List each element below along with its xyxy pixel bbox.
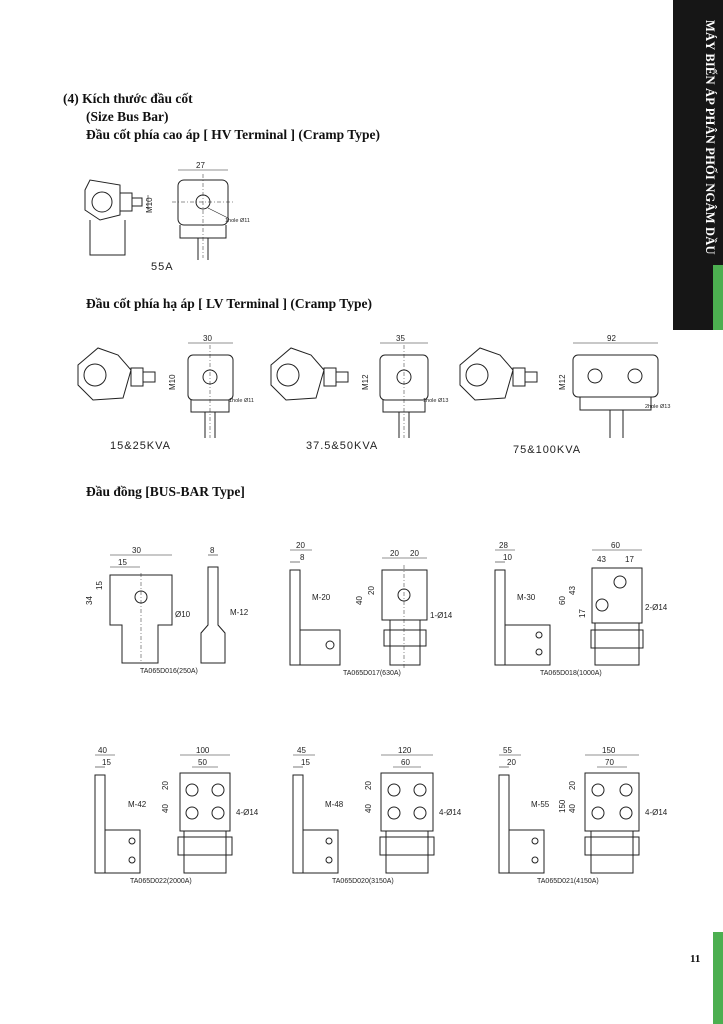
svg-text:20: 20 <box>364 781 373 790</box>
section-heading: (4) Kích thước đầu cốt <box>63 91 193 106</box>
svg-text:60: 60 <box>401 758 410 767</box>
svg-text:M-48: M-48 <box>325 800 344 809</box>
svg-text:15: 15 <box>95 581 104 590</box>
svg-text:27: 27 <box>196 161 205 170</box>
svg-text:20: 20 <box>390 549 399 558</box>
section-subheading: (Size Bus Bar) <box>86 109 169 124</box>
svg-text:40: 40 <box>98 746 107 755</box>
svg-text:Ø10: Ø10 <box>175 610 191 619</box>
svg-text:17: 17 <box>625 555 634 564</box>
busbar-title: Đầu đồng [BUS-BAR Type] <box>86 484 245 499</box>
busbar-caption-2000a: TA065D022(2000A) <box>130 878 192 885</box>
lv-caption-2: 37.5&50KVA <box>306 440 379 452</box>
hv-thread: M10 <box>145 197 154 213</box>
svg-text:55: 55 <box>503 746 512 755</box>
svg-text:8: 8 <box>210 546 215 555</box>
svg-text:2hole Ø13: 2hole Ø13 <box>645 404 670 410</box>
lv-caption-3: 75&100KVA <box>513 444 582 456</box>
sidebar-title: MÁY BIẾN ÁP PHÂN PHỐI NGÂM DẦU <box>703 20 717 255</box>
svg-text:92: 92 <box>607 334 616 343</box>
busbar-drawing-630a: 20 8 M-20 20 20 40 20 1-Ø14 <box>289 541 453 668</box>
busbar-drawing-250a: 30 15 34 15 Ø10 8 M-12 <box>85 546 249 664</box>
side-tab-accent <box>713 265 723 330</box>
lv-caption-1: 15&25KVA <box>110 440 172 452</box>
svg-text:M-42: M-42 <box>128 800 147 809</box>
hv-terminal-title: Đầu cốt phía cao áp [ HV Terminal ] (Cra… <box>86 127 381 142</box>
svg-text:150: 150 <box>602 746 616 755</box>
busbar-drawing-2000a: 40 15 M-42 100 50 20 40 4-Ø14 <box>94 746 259 874</box>
svg-text:15: 15 <box>102 758 111 767</box>
svg-text:M10: M10 <box>168 374 177 390</box>
svg-text:M-12: M-12 <box>230 608 249 617</box>
svg-text:2-Ø14: 2-Ø14 <box>645 603 668 612</box>
svg-text:70: 70 <box>605 758 614 767</box>
svg-text:120: 120 <box>398 746 412 755</box>
hv-caption: 55A <box>151 261 174 273</box>
svg-text:8: 8 <box>300 553 305 562</box>
svg-text:20: 20 <box>161 781 170 790</box>
svg-text:M12: M12 <box>558 374 567 390</box>
svg-text:4-Ø14: 4-Ø14 <box>236 808 259 817</box>
svg-text:43: 43 <box>597 555 606 564</box>
svg-text:40: 40 <box>161 804 170 813</box>
svg-text:20: 20 <box>410 549 419 558</box>
lv-terminal-drawing-3: M12 92 2hole Ø13 <box>459 334 670 438</box>
svg-text:20: 20 <box>367 586 376 595</box>
hv-terminal-drawing: M10 27 1hole Ø11 <box>84 161 250 260</box>
busbar-caption-630a: TA065D017(630A) <box>343 670 401 677</box>
svg-text:43: 43 <box>568 586 577 595</box>
svg-text:100: 100 <box>196 746 210 755</box>
svg-text:1hole Ø11: 1hole Ø11 <box>229 398 254 404</box>
svg-text:35: 35 <box>396 334 405 343</box>
svg-text:15: 15 <box>301 758 310 767</box>
svg-text:4-Ø14: 4-Ø14 <box>439 808 462 817</box>
svg-text:60: 60 <box>558 596 567 605</box>
svg-text:M-30: M-30 <box>517 593 536 602</box>
svg-text:M12: M12 <box>361 374 370 390</box>
svg-text:4-Ø14: 4-Ø14 <box>645 808 668 817</box>
page-edge-accent <box>713 932 723 1024</box>
busbar-drawing-1000a: 28 10 M-30 60 43 17 60 43 17 2-Ø14 <box>494 541 668 666</box>
lv-terminal-title: Đầu cốt phía hạ áp [ LV Terminal ] (Cram… <box>86 296 373 311</box>
svg-text:15: 15 <box>118 558 127 567</box>
svg-text:28: 28 <box>499 541 508 550</box>
svg-text:20: 20 <box>507 758 516 767</box>
svg-text:20: 20 <box>296 541 305 550</box>
svg-text:40: 40 <box>364 804 373 813</box>
svg-text:40: 40 <box>355 596 364 605</box>
svg-text:50: 50 <box>198 758 207 767</box>
svg-text:1hole Ø13: 1hole Ø13 <box>423 398 448 404</box>
busbar-drawing-3150a: 45 15 M-48 120 60 20 40 4-Ø14 <box>292 746 462 874</box>
svg-text:20: 20 <box>568 781 577 790</box>
svg-text:1-Ø14: 1-Ø14 <box>430 611 453 620</box>
svg-text:M-20: M-20 <box>312 593 331 602</box>
lv-terminal-drawing-2: M12 35 1hole Ø13 <box>270 334 448 438</box>
svg-text:30: 30 <box>203 334 212 343</box>
svg-text:45: 45 <box>297 746 306 755</box>
busbar-drawing-4150a: 55 20 M-55 150 70 20 40 150 4-Ø14 <box>498 746 668 874</box>
svg-text:150: 150 <box>558 799 567 813</box>
busbar-caption-3150a: TA065D020(3150A) <box>332 878 394 885</box>
svg-text:17: 17 <box>578 609 587 618</box>
svg-text:60: 60 <box>611 541 620 550</box>
svg-text:40: 40 <box>568 804 577 813</box>
svg-text:1hole Ø11: 1hole Ø11 <box>225 218 250 224</box>
svg-text:30: 30 <box>132 546 141 555</box>
lv-terminal-drawing-1: M10 30 1hole Ø11 <box>77 334 254 438</box>
busbar-caption-250a: TA065D016(250A) <box>140 668 198 675</box>
busbar-caption-1000a: TA065D018(1000A) <box>540 670 602 677</box>
svg-text:10: 10 <box>503 553 512 562</box>
svg-text:M-55: M-55 <box>531 800 550 809</box>
page-number: 11 <box>690 953 701 965</box>
svg-text:34: 34 <box>85 596 94 605</box>
busbar-caption-4150a: TA065D021(4150A) <box>537 878 599 885</box>
